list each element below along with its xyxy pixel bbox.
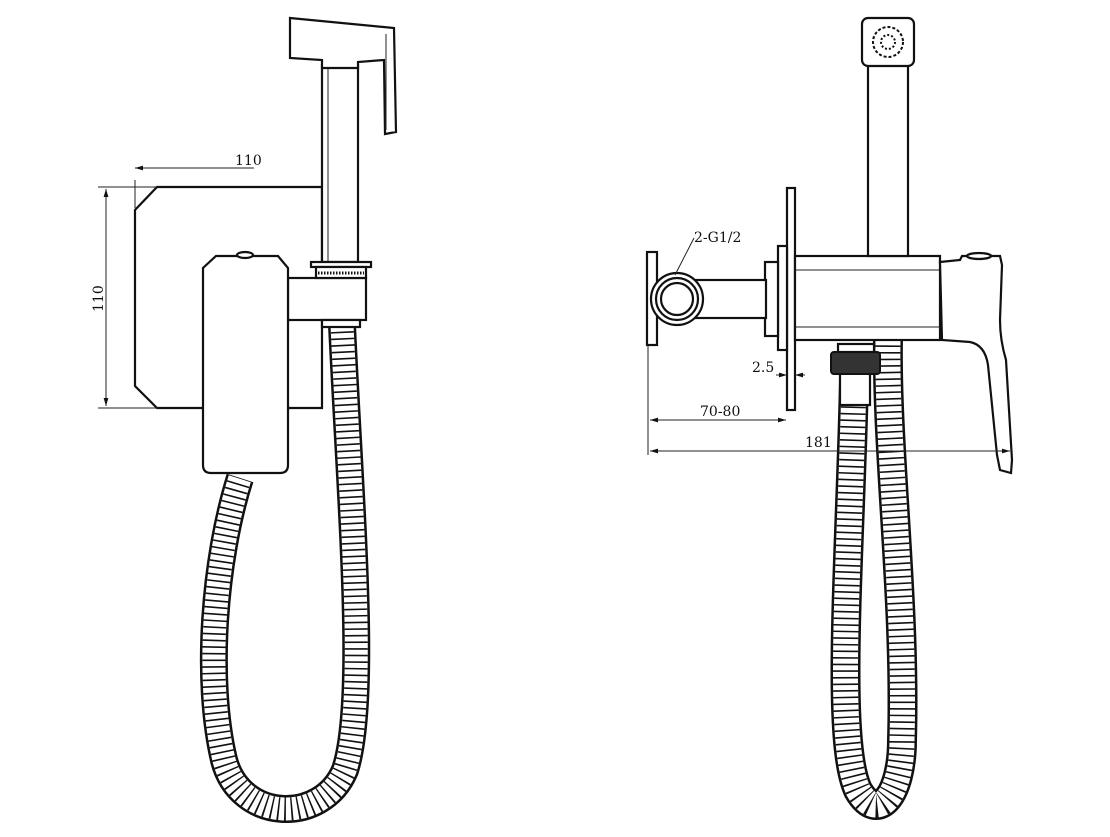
side-hose (830, 337, 918, 820)
outlet-block (286, 276, 368, 322)
dim-height: 110 (91, 285, 107, 312)
sprayer-head (288, 16, 398, 136)
dim-depth: 70-80 (700, 404, 740, 420)
lever (938, 254, 1014, 475)
dim-thickness: 2.5 (752, 360, 774, 376)
wall-plate-side (785, 186, 797, 412)
dim-width: 110 (235, 153, 262, 169)
front-hose (199, 324, 371, 823)
dim-thread: 2-G1/2 (694, 230, 741, 246)
mixer-handle (201, 254, 290, 475)
hose-nut (830, 351, 881, 375)
sprayer-stem (320, 63, 360, 264)
dim-overall: 181 (805, 435, 832, 451)
sprayer-head-side (860, 16, 916, 68)
front-view: 110 110 (91, 16, 398, 823)
sprayer-stem-side (866, 38, 910, 258)
side-view: 2-G1/2 2.5 70-80 181 (645, 16, 1014, 820)
